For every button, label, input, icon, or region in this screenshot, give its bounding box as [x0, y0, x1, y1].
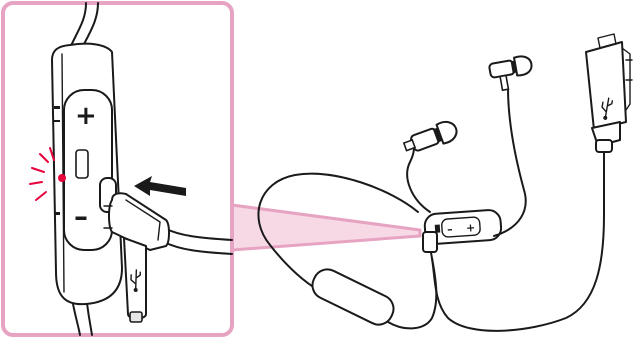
battery-pod: [311, 268, 395, 326]
light-rays-icon: [29, 147, 55, 201]
headphones: – +: [257, 33, 633, 332]
zoom-callout: + –: [1, 1, 234, 337]
usb-icon: [601, 97, 614, 120]
usb-cable: [429, 149, 606, 332]
usb-icon: [130, 269, 141, 292]
center-button: [75, 149, 89, 179]
svg-text:+: +: [466, 221, 476, 235]
plus-icon: +: [75, 101, 97, 131]
left-earbud: [402, 120, 458, 152]
left-earbud-cable: [406, 147, 431, 213]
right-earbud-cable: [493, 87, 527, 237]
svg-text:–: –: [447, 223, 453, 236]
usb-plug: [585, 33, 633, 153]
micro-usb-plug: [103, 192, 233, 323]
minus-icon: –: [74, 200, 88, 233]
right-earbud: [488, 55, 533, 92]
remote-closeup: + –: [51, 42, 123, 306]
arrow-icon: [134, 176, 186, 196]
neckband-cable: [257, 172, 419, 291]
indicator-light: [29, 147, 66, 201]
indicator-lamp: [58, 174, 66, 182]
remote-small: – +: [423, 209, 503, 245]
